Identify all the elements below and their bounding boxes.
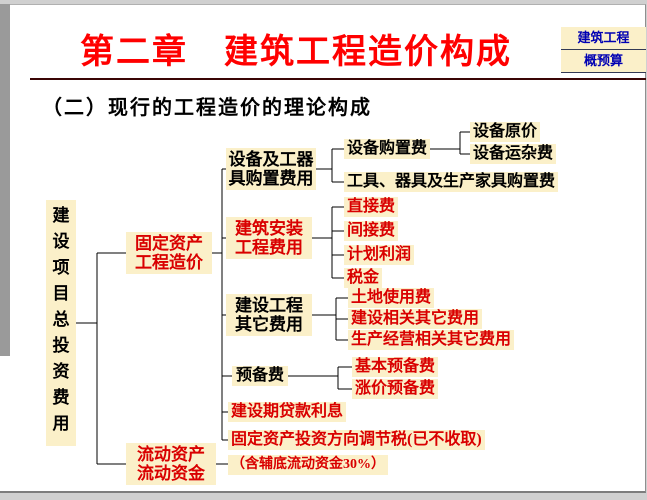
tree-node-planned-profit: 计划利润 <box>344 245 415 265</box>
tree-node-total-investment: 建设项目总投资费用 <box>46 200 76 446</box>
tree-node-loan-interest: 建设期贷款利息 <box>228 402 347 422</box>
tree-node-investment-adjustment-tax: 固定资产投资方向调节税(已不收取) <box>228 430 485 450</box>
tree-node-construction-related-costs: 建设相关其它费用 <box>348 309 483 329</box>
tree-node-production-related-costs: 生产经营相关其它费用 <box>348 330 515 350</box>
tree-node-reserve-fund: 预备费 <box>232 366 288 386</box>
tree-node-basic-reserve: 基本预备费 <box>352 357 439 377</box>
tree-node-other-project-costs: 建设工程 其它费用 <box>226 294 312 336</box>
tree-node-price-rise-reserve: 涨价预备费 <box>352 379 439 399</box>
tree-node-tax: 税金 <box>344 268 383 288</box>
tree-node-equipment-freight: 设备运杂费 <box>470 144 557 164</box>
corner-course-badge: 建筑工程 概预算 <box>561 27 646 73</box>
tree-node-land-use-fee: 土地使用费 <box>348 288 435 308</box>
tree-node-construction-installation: 建筑安装 工程费用 <box>226 217 312 259</box>
corner-badge-line2: 概预算 <box>561 50 646 73</box>
tree-node-tools-furniture: 工具、器具及生产家具购置费 <box>344 172 559 192</box>
slide-title: 第二章 建筑工程造价构成 <box>80 34 512 71</box>
tree-node-equipment-purchase: 设备购置费 <box>344 139 430 159</box>
left-edge-strip <box>0 4 10 356</box>
tree-node-equipment-original-price: 设备原价 <box>470 122 541 142</box>
tree-node-current-assets: 流动资产 流动资金 <box>126 443 216 485</box>
section-heading: （二）现行的工程造价的理论构成 <box>42 97 372 119</box>
tree-node-indirect-cost: 间接费 <box>344 221 399 241</box>
tree-node-current-assets-note: （含辅底流动资金30%） <box>228 455 388 475</box>
tree-node-fixed-assets: 固定资产 工程造价 <box>126 232 212 274</box>
tree-node-direct-cost: 直接费 <box>344 197 399 217</box>
corner-badge-line1: 建筑工程 <box>561 27 646 50</box>
title-divider-line <box>30 78 646 80</box>
tree-node-equipment-tools: 设备及工器 具购置费用 <box>226 148 316 190</box>
